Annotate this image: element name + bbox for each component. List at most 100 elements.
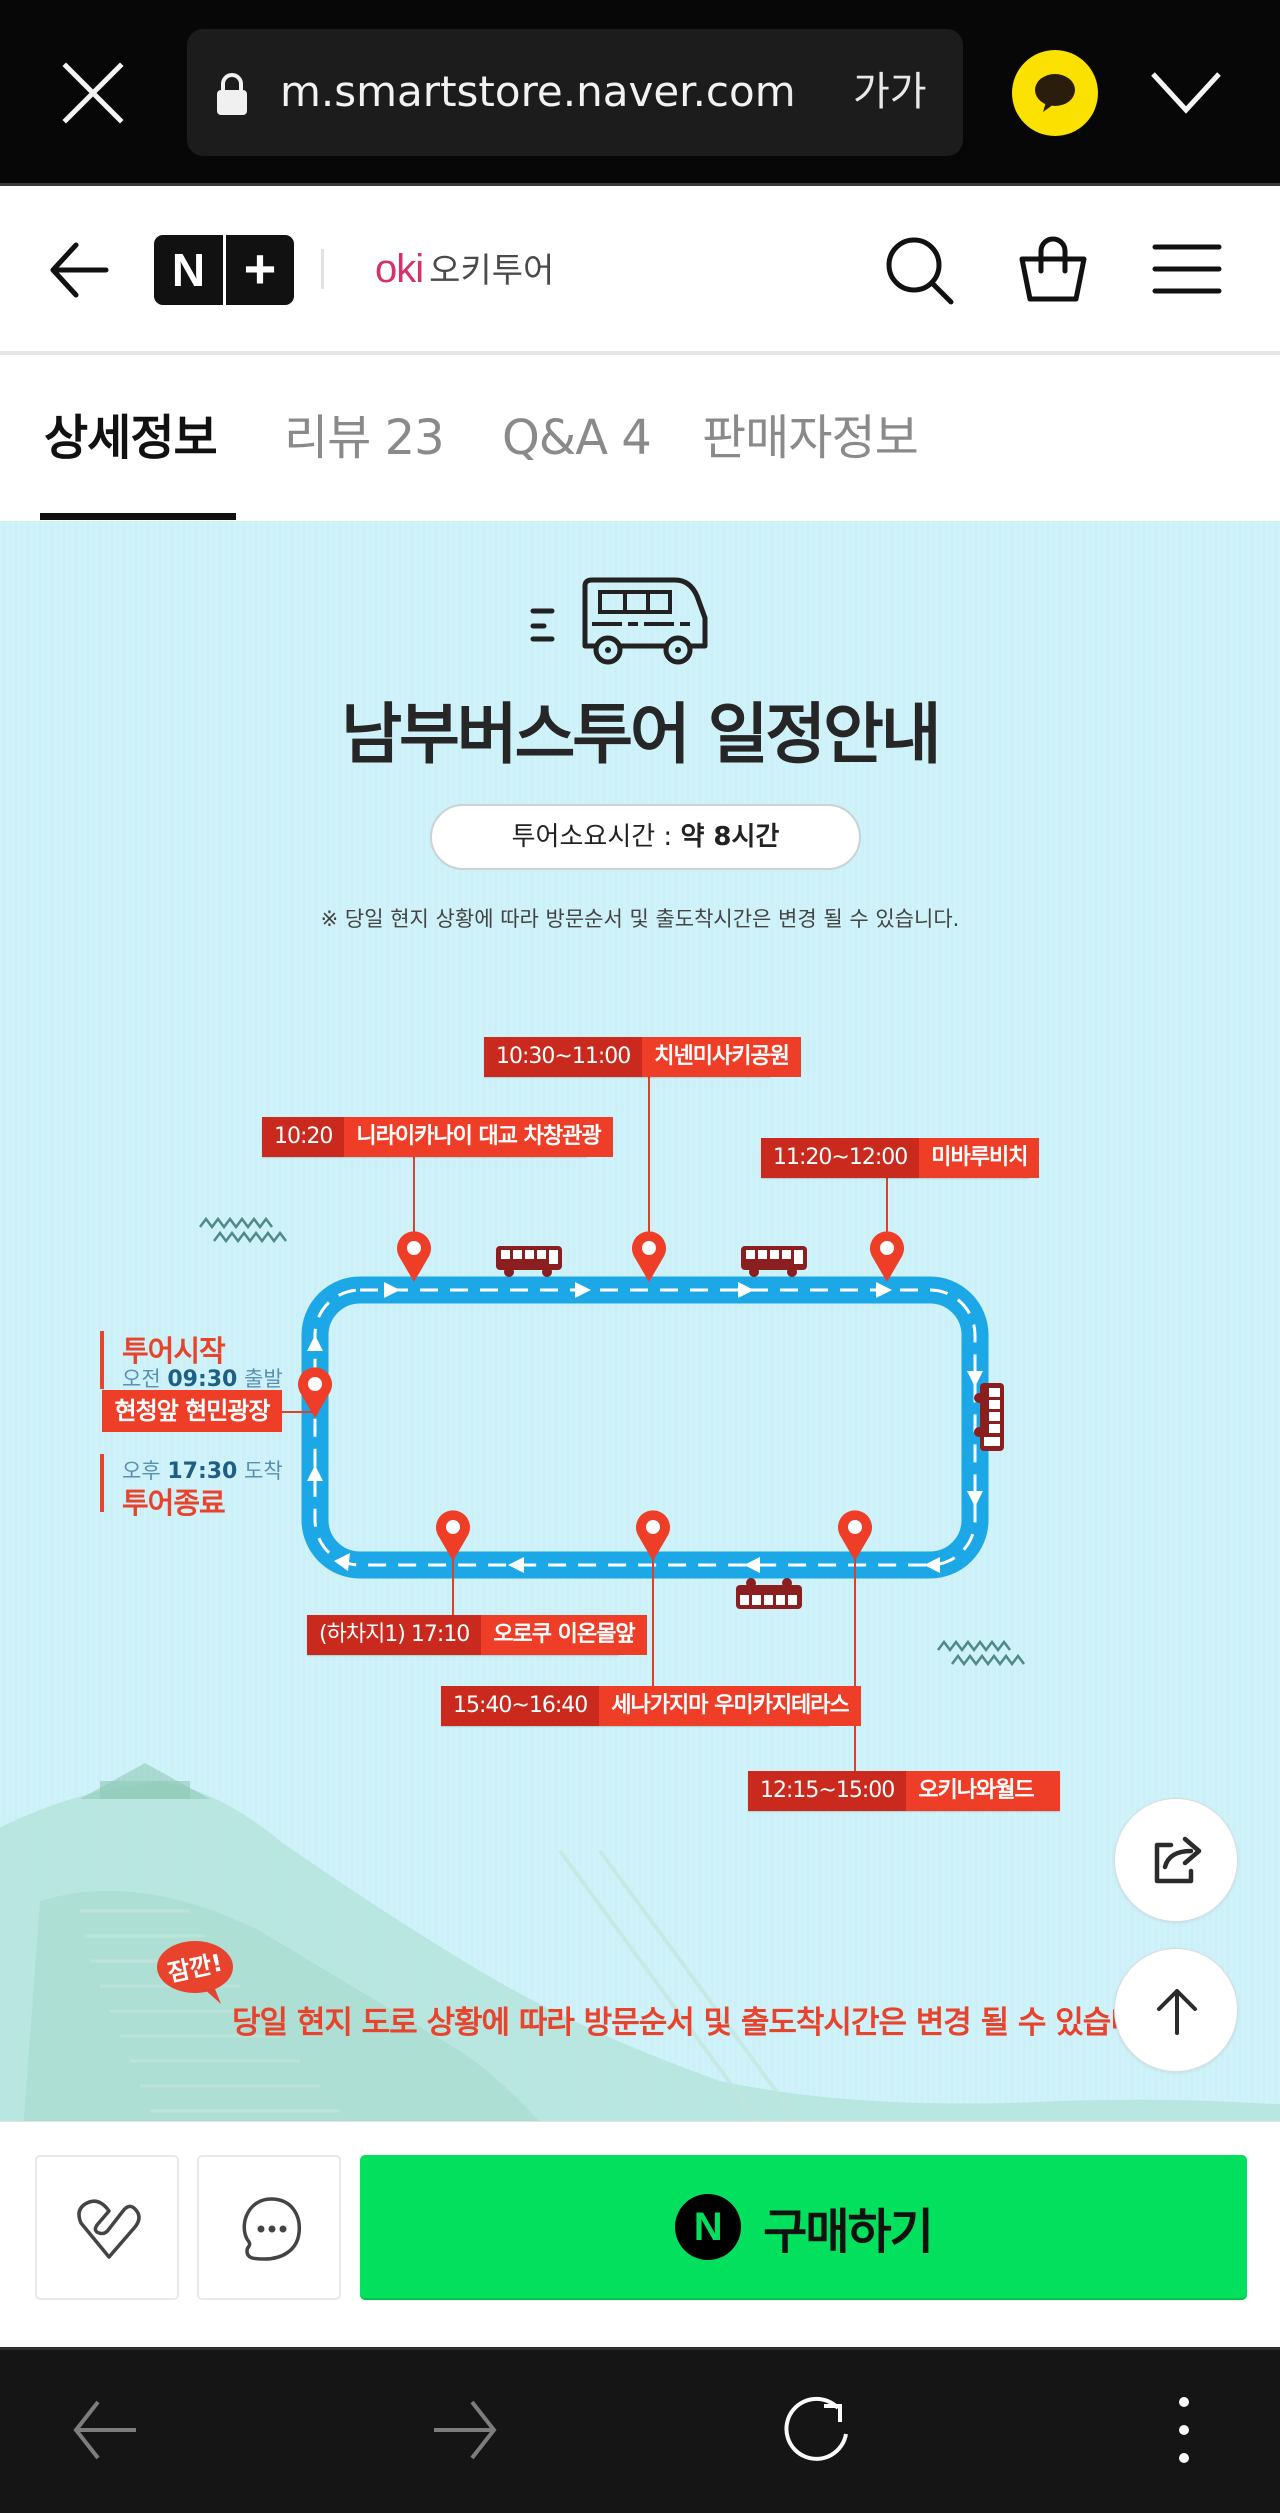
scroll-to-top-button[interactable]	[1114, 1948, 1238, 2072]
close-tab-button[interactable]	[60, 60, 126, 126]
arrive-suffix: 도착	[244, 1459, 283, 1483]
bus-icon	[496, 1246, 562, 1277]
shopping-bag-icon	[1019, 236, 1087, 302]
arrive-prefix: 오후	[122, 1459, 161, 1483]
url-fade	[787, 29, 857, 156]
stop-name: 니라이카나이 대교 차창관광	[344, 1117, 613, 1157]
share-icon	[1154, 1836, 1202, 1884]
wishlist-button[interactable]	[35, 2155, 179, 2300]
hamburger-menu-icon	[1152, 244, 1222, 294]
bus-icon	[974, 1383, 1004, 1451]
close-icon	[62, 62, 124, 124]
stop-label: 11:20~12:00 미바루비치	[761, 1138, 1040, 1178]
talk-talk-button[interactable]	[197, 2155, 341, 2300]
naver-pay-n-icon: N	[675, 2193, 742, 2260]
nav-back-button[interactable]	[66, 2390, 146, 2470]
search-button[interactable]	[880, 229, 960, 309]
start-connector	[282, 1411, 312, 1413]
depart-time-value: 09:30	[167, 1367, 238, 1392]
map-pin-icon	[838, 1510, 872, 1561]
arrive-time-value: 17:30	[167, 1459, 238, 1484]
purchase-action-bar: N 구매하기	[0, 2121, 1280, 2347]
accent-bar	[100, 1454, 104, 1512]
store-brand-en: oki	[375, 247, 424, 291]
schedule-change-notice: ※ 당일 현지 상황에 따라 방문순서 및 출도착시간은 변경 될 수 있습니다…	[320, 907, 960, 931]
refresh-icon	[784, 2396, 848, 2461]
stop-name: 치넨미사키공원	[642, 1037, 801, 1077]
tab-detail[interactable]: 상세정보	[44, 410, 218, 466]
product-tabs: 상세정보 리뷰 23 Q&A 4 판매자정보	[0, 355, 1280, 521]
stop-connector	[648, 1077, 650, 1277]
stop-connector	[652, 1551, 654, 1701]
map-pin-icon	[870, 1231, 904, 1282]
stop-time: 10:30~11:00	[484, 1037, 643, 1077]
nav-forward-button[interactable]	[424, 2390, 504, 2470]
departure-time: 오전 09:30 출발	[122, 1363, 283, 1393]
depart-suffix: 출발	[244, 1367, 283, 1391]
browser-toolbar: m.smartstore.naver.com 가가	[0, 0, 1280, 186]
stop-name: 오로쿠 이온몰앞	[481, 1615, 647, 1655]
buy-now-button[interactable]: N 구매하기	[360, 2155, 1247, 2300]
map-pin-icon	[298, 1367, 332, 1418]
logo-n: N	[171, 244, 206, 296]
menu-button[interactable]	[1147, 229, 1227, 309]
store-brand-kr: 오키투어	[429, 251, 555, 291]
stop-label: 15:40~16:40 세나가지마 우미카지테라스	[441, 1686, 861, 1726]
buy-now-label: 구매하기	[763, 2203, 934, 2260]
back-arrow-icon	[50, 242, 109, 298]
accent-bar	[100, 1331, 104, 1389]
stop-name: 세나가지마 우미카지테라스	[599, 1686, 861, 1726]
cart-button[interactable]	[1012, 229, 1092, 309]
hill-background-illustration	[0, 1763, 1280, 2121]
tour-schedule-title: 남부버스투어 일정안내	[341, 696, 941, 773]
wave-decoration-icon	[937, 1639, 1025, 1667]
expand-toolbar-button[interactable]	[1146, 66, 1226, 120]
naver-plus-logo[interactable]: N +	[154, 235, 294, 305]
depart-prefix: 오전	[122, 1367, 161, 1391]
stop-name: 오키나와월드	[906, 1771, 1060, 1811]
nav-refresh-button[interactable]	[778, 2390, 858, 2470]
bus-icon	[736, 1578, 802, 1609]
nav-more-button[interactable]	[1144, 2390, 1224, 2470]
stop-time: 10:20	[262, 1117, 345, 1157]
map-pin-icon	[397, 1231, 431, 1282]
tour-duration-badge: 투어소요시간 : 약 8시간	[430, 804, 861, 870]
chevron-down-icon	[1151, 72, 1221, 114]
stop-label: (하차지1) 17:10 오로쿠 이온몰앞	[307, 1615, 647, 1655]
back-button[interactable]	[46, 237, 112, 303]
tab-reviews[interactable]: 리뷰 23	[284, 410, 445, 466]
text-size-button[interactable]: 가가	[853, 69, 927, 115]
lock-icon	[217, 73, 247, 115]
url-text[interactable]: m.smartstore.naver.com	[280, 67, 796, 116]
tab-qna[interactable]: Q&A 4	[502, 410, 652, 466]
tab-seller-info[interactable]: 판매자정보	[702, 410, 919, 466]
bus-icon	[741, 1246, 807, 1277]
product-detail-image: 남부버스투어 일정안내 투어소요시간 : 약 8시간 ※ 당일 현지 상황에 따…	[0, 521, 1280, 2121]
kakaotalk-button[interactable]	[1012, 50, 1098, 136]
stop-time: 12:15~15:00	[748, 1771, 907, 1811]
bus-icon	[530, 577, 708, 665]
road-condition-notice: 당일 현지 도로 상황에 따라 방문순서 및 출도착시간은 변경 될 수 있습니…	[232, 2005, 1177, 2041]
active-tab-indicator	[40, 513, 236, 520]
address-bar[interactable]: m.smartstore.naver.com 가가	[187, 29, 963, 156]
search-icon	[886, 237, 954, 305]
stop-label: 10:20 니라이카나이 대교 차창관광	[262, 1117, 613, 1157]
tour-end-title: 투어종료	[122, 1486, 226, 1520]
share-button[interactable]	[1114, 1798, 1238, 1922]
chat-bubble-icon	[242, 2197, 302, 2261]
stop-name: 미바루비치	[919, 1138, 1040, 1178]
wave-decoration-icon	[199, 1216, 287, 1244]
stop-connector	[452, 1551, 454, 1621]
start-place-label: 현청앞 현민광장	[102, 1390, 282, 1432]
browser-navigation-bar	[0, 2347, 1280, 2513]
back-icon	[73, 2400, 136, 2460]
stop-connector	[886, 1178, 888, 1278]
kakaotalk-icon	[1035, 74, 1075, 112]
duration-value: 약 8시간	[680, 822, 780, 852]
stop-label: 12:15~15:00 오키나와월드	[748, 1771, 1060, 1811]
route-loop	[301, 1276, 989, 1579]
tour-start-title: 투어시작	[122, 1334, 226, 1368]
logo-split	[223, 235, 226, 305]
